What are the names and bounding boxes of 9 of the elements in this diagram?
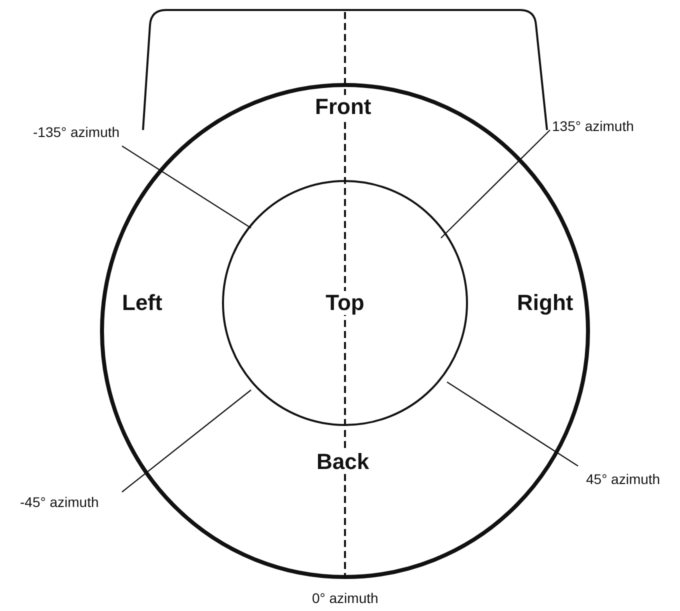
- inner-circle: [222, 180, 468, 426]
- region-label: Front: [313, 95, 374, 120]
- azimuth-label: 135° azimuth: [552, 118, 634, 134]
- region-label: Top: [324, 290, 366, 316]
- azimuth-label: 0° azimuth: [312, 590, 378, 606]
- azimuth-label: 45° azimuth: [586, 472, 660, 487]
- azimuth-label: -135° azimuth: [33, 124, 120, 140]
- region-label: Right: [515, 291, 576, 316]
- azimuth-label: -45° azimuth: [20, 494, 99, 510]
